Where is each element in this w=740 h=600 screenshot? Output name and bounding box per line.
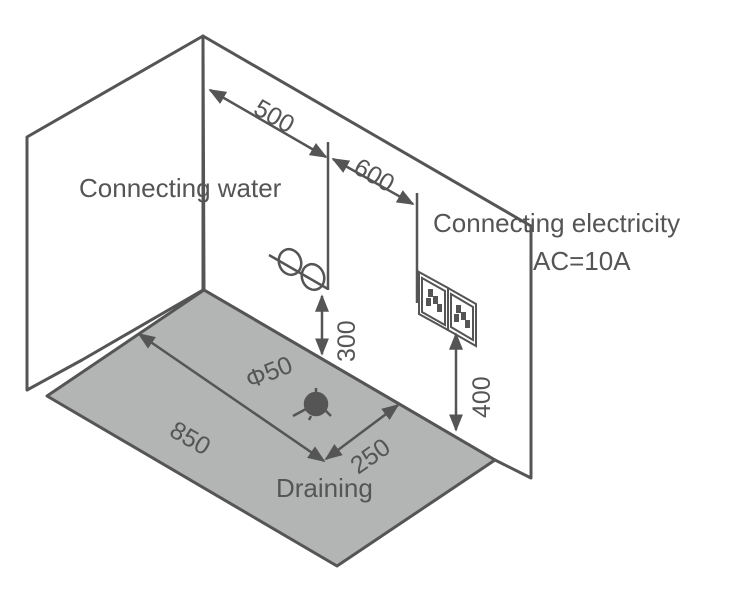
dim-850-arrow <box>137 332 326 463</box>
dim-600-arrow <box>331 157 415 206</box>
dim-400-label: 400 <box>468 376 496 418</box>
floor-drain-icon <box>292 388 332 421</box>
dim-500-arrow <box>208 88 328 159</box>
electricity-rating-label: AC=10A <box>533 246 631 276</box>
water-label: Connecting water <box>79 173 282 203</box>
dim-300-label: 300 <box>333 320 361 362</box>
left-wall <box>25 34 205 392</box>
power-socket-icon <box>418 270 477 348</box>
electricity-label: Connecting electricity <box>433 208 680 238</box>
water-valve-icon <box>268 247 329 292</box>
dim-250-arrow <box>324 403 400 461</box>
draining-label: Draining <box>276 473 373 503</box>
